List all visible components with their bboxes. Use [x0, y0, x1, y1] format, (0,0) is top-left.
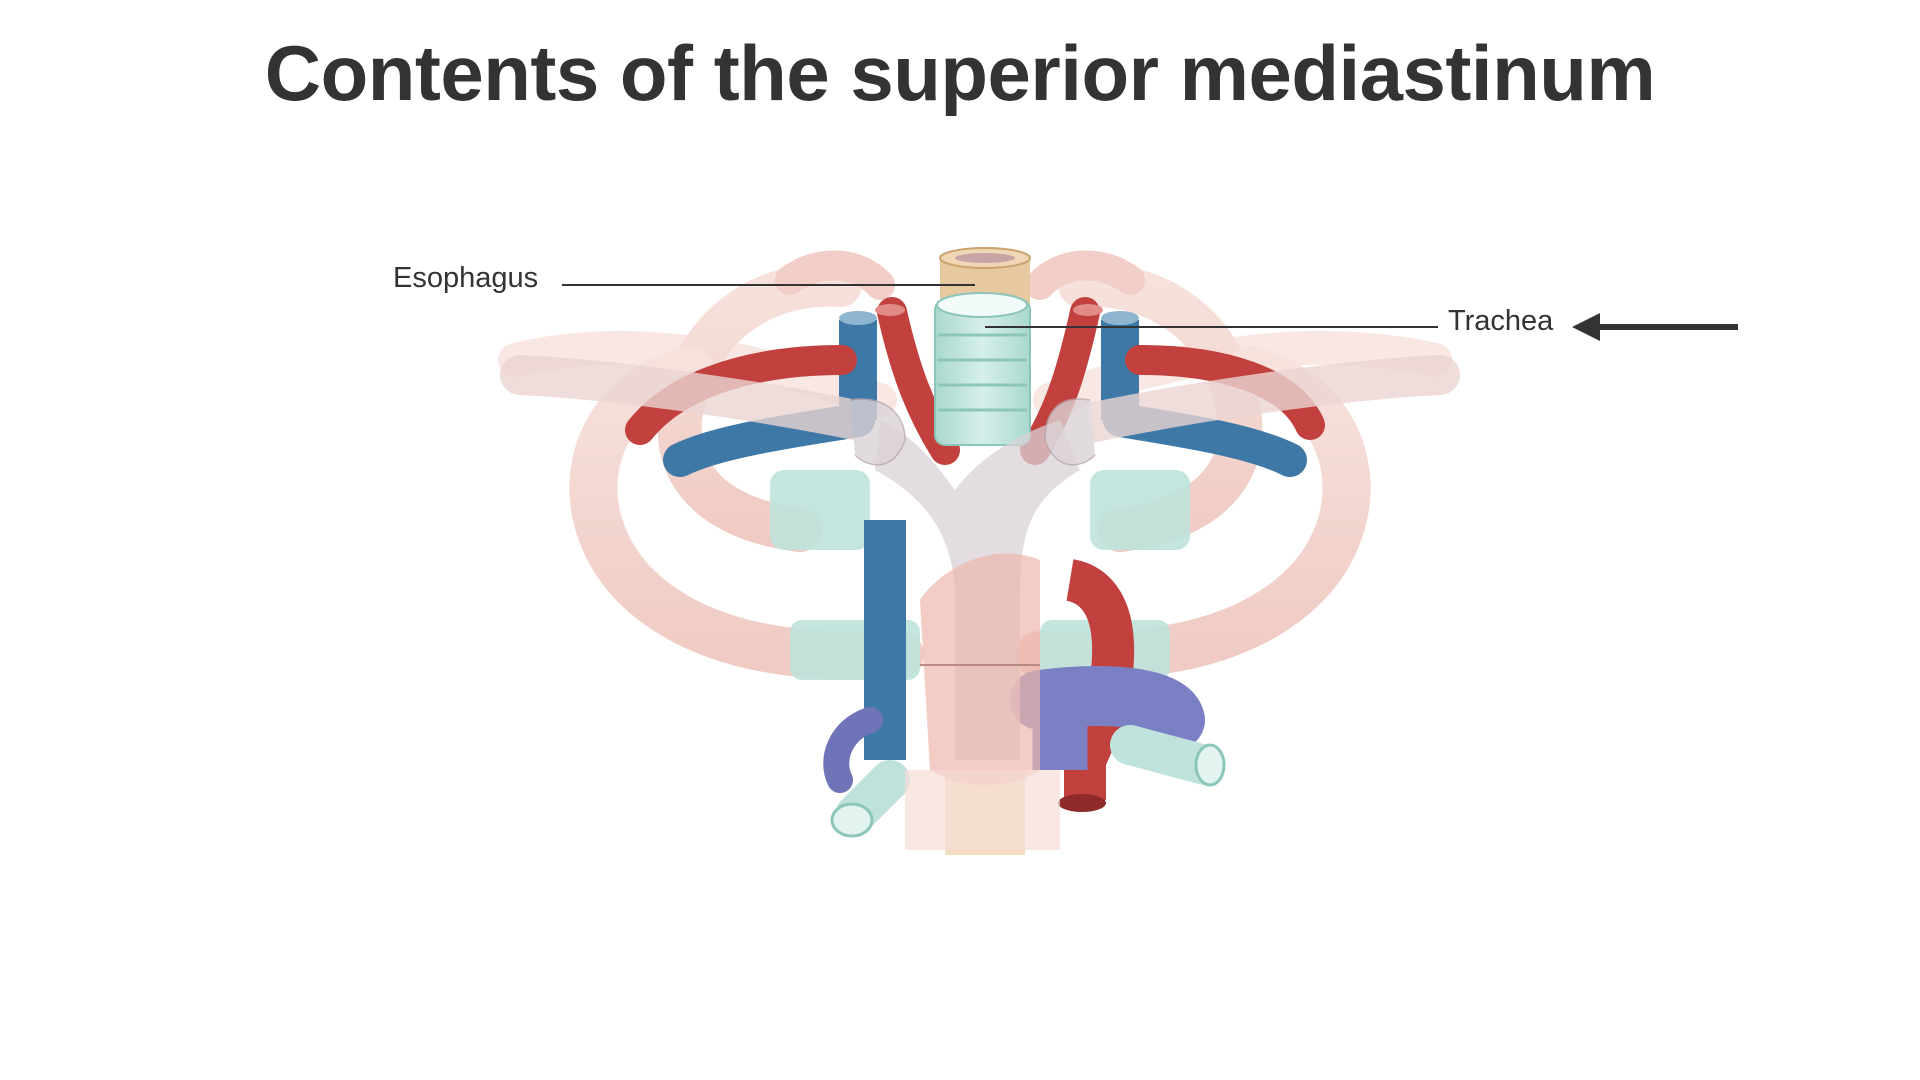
- sternum: [875, 420, 1080, 850]
- main-bronchi: [830, 725, 1226, 838]
- trachea: [934, 292, 1031, 446]
- costal-cartilages: [770, 470, 1190, 680]
- pulmonary-vessels: [823, 666, 1205, 793]
- trachea-label: Trachea: [1448, 305, 1554, 337]
- left-arrow-icon: [1572, 313, 1738, 341]
- esophagus-label: Esophagus: [393, 262, 539, 294]
- page-title: Contents of the superior mediastinum: [264, 29, 1656, 117]
- clavicles: [500, 355, 1460, 466]
